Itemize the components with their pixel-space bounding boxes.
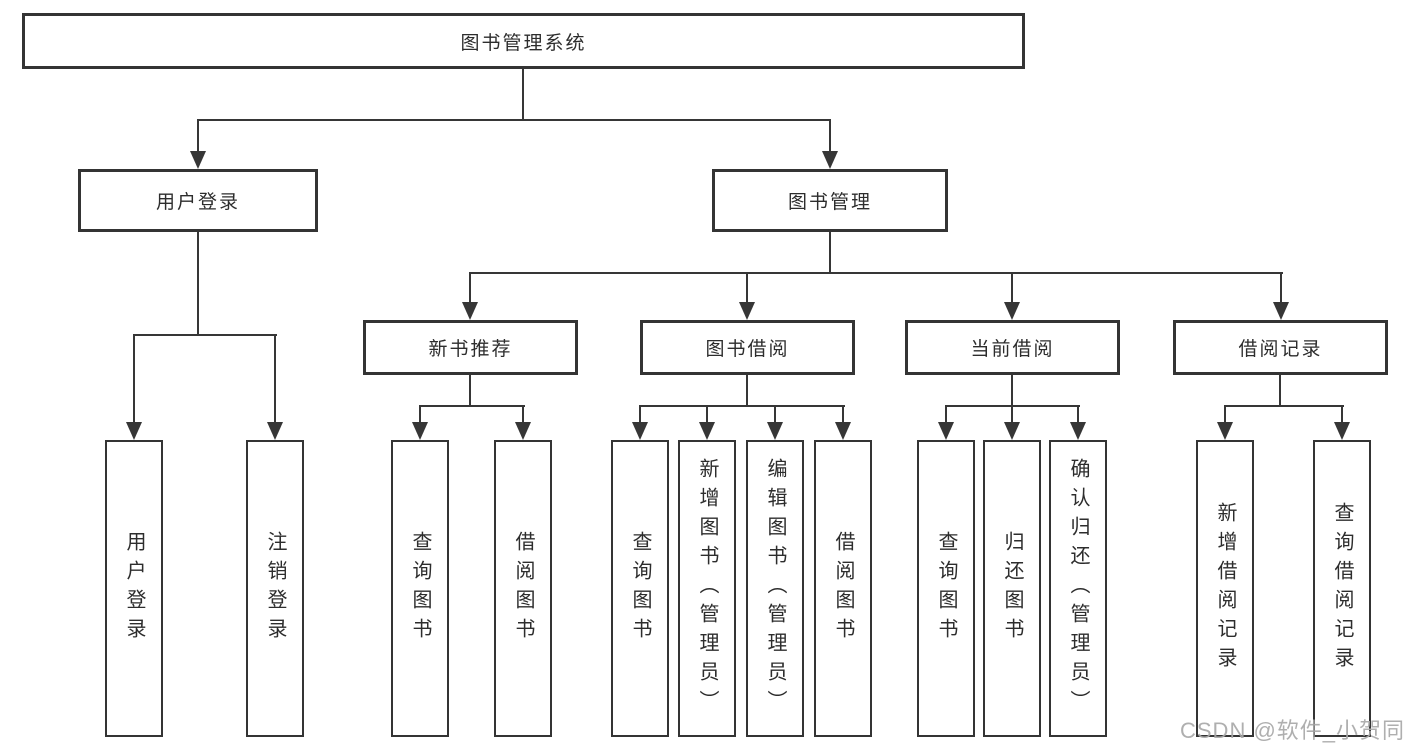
connector-records-rail: [1224, 405, 1344, 407]
node-leaf-add-borrow-record: 新增借阅记录: [1196, 440, 1254, 737]
node-book-management: 图书管理: [712, 169, 948, 232]
connector-book-management-stub: [829, 232, 831, 274]
arrow-down-icon: [126, 422, 142, 440]
connector-recommendation-rail: [419, 405, 525, 407]
node-user-login: 用户登录: [78, 169, 318, 232]
node-book-borrowing-label: 图书借阅: [705, 339, 790, 360]
connector-drop: [1077, 405, 1079, 425]
leaf-label: 查询图书: [629, 530, 651, 647]
connector-drop: [1341, 405, 1343, 425]
leaf-label: 查询图书: [935, 530, 957, 647]
connector-root-stub: [522, 69, 524, 121]
leaf-label: 归还图书: [1001, 530, 1023, 647]
node-leaf-edit-books-admin: 编辑图书（管理员）: [746, 440, 804, 737]
arrow-down-icon: [267, 422, 283, 440]
arrow-down-icon: [412, 422, 428, 440]
node-current-borrowing-label: 当前借阅: [970, 339, 1055, 360]
arrow-down-icon: [835, 422, 851, 440]
leaf-label: 新增借阅记录: [1214, 501, 1236, 676]
connector-current-stub: [1011, 375, 1013, 407]
leaf-label: 新增图书（管理员）: [696, 458, 718, 719]
connector-user-login-rail: [133, 334, 277, 336]
connector-drop: [522, 405, 524, 425]
node-leaf-user-login: 用户登录: [105, 440, 163, 737]
connector-drop: [1280, 272, 1282, 305]
connector-book-management-rail: [469, 272, 1283, 274]
arrow-down-icon: [938, 422, 954, 440]
node-root-label: 图书管理系统: [460, 32, 587, 54]
connector-borrowing-rail: [639, 405, 845, 407]
node-new-book-recommendation: 新书推荐: [363, 320, 578, 375]
leaf-label: 确认归还（管理员）: [1067, 458, 1089, 719]
arrow-down-icon: [767, 422, 783, 440]
connector-drop: [1224, 405, 1226, 425]
connector-drop: [746, 272, 748, 305]
arrow-down-icon: [462, 302, 478, 320]
leaf-label: 查询图书: [409, 530, 431, 647]
leaf-label: 借阅图书: [512, 530, 534, 647]
arrow-down-icon: [1004, 302, 1020, 320]
node-current-borrowing: 当前借阅: [905, 320, 1120, 375]
connector-drop: [706, 405, 708, 425]
connector-borrowing-stub: [746, 375, 748, 407]
connector-drop: [842, 405, 844, 425]
connector-drop: [774, 405, 776, 425]
node-book-borrowing: 图书借阅: [640, 320, 855, 375]
leaf-label: 用户登录: [123, 530, 145, 647]
leaf-label: 查询借阅记录: [1331, 501, 1353, 676]
connector-drop: [1011, 405, 1013, 425]
node-user-login-label: 用户登录: [155, 192, 240, 213]
arrow-down-icon: [1004, 422, 1020, 440]
node-borrowing-records-label: 借阅记录: [1238, 339, 1323, 360]
arrow-down-icon: [632, 422, 648, 440]
arrow-down-icon: [739, 302, 755, 320]
leaf-label: 借阅图书: [832, 530, 854, 647]
watermark: CSDN @软件_小贺同学: [1180, 718, 1405, 743]
node-leaf-query-borrow-record: 查询借阅记录: [1313, 440, 1371, 737]
node-leaf-borrow-books-recommend: 借阅图书: [494, 440, 552, 737]
node-leaf-query-books-current: 查询图书: [917, 440, 975, 737]
node-root: 图书管理系统: [22, 13, 1025, 69]
arrow-down-icon: [1334, 422, 1350, 440]
arrow-down-icon: [1070, 422, 1086, 440]
node-leaf-logout: 注销登录: [246, 440, 304, 737]
node-leaf-return-books: 归还图书: [983, 440, 1041, 737]
node-new-book-recommendation-label: 新书推荐: [428, 339, 513, 360]
arrow-down-icon: [190, 151, 206, 169]
leaf-label: 注销登录: [264, 530, 286, 647]
arrow-down-icon: [515, 422, 531, 440]
connector-recommendation-stub: [469, 375, 471, 407]
connector-root-rail: [197, 119, 831, 121]
node-leaf-add-books-admin: 新增图书（管理员）: [678, 440, 736, 737]
node-book-management-label: 图书管理: [787, 192, 872, 213]
connector-records-stub: [1279, 375, 1281, 407]
node-leaf-query-books-borrowing: 查询图书: [611, 440, 669, 737]
leaf-label: 编辑图书（管理员）: [764, 458, 786, 719]
connector-root-drop-left: [197, 119, 199, 155]
connector-drop: [133, 334, 135, 425]
connector-drop: [639, 405, 641, 425]
connector-drop: [1011, 272, 1013, 305]
connector-drop: [419, 405, 421, 425]
node-borrowing-records: 借阅记录: [1173, 320, 1388, 375]
node-leaf-query-books-recommend: 查询图书: [391, 440, 449, 737]
arrow-down-icon: [822, 151, 838, 169]
connector-drop: [274, 334, 276, 425]
connector-drop: [945, 405, 947, 425]
connector-user-login-stub: [197, 232, 199, 336]
node-leaf-confirm-return-admin: 确认归还（管理员）: [1049, 440, 1107, 737]
connector-drop: [469, 272, 471, 305]
arrow-down-icon: [1217, 422, 1233, 440]
arrow-down-icon: [1273, 302, 1289, 320]
arrow-down-icon: [699, 422, 715, 440]
connector-root-drop-right: [829, 119, 831, 155]
node-leaf-borrow-books-borrowing: 借阅图书: [814, 440, 872, 737]
